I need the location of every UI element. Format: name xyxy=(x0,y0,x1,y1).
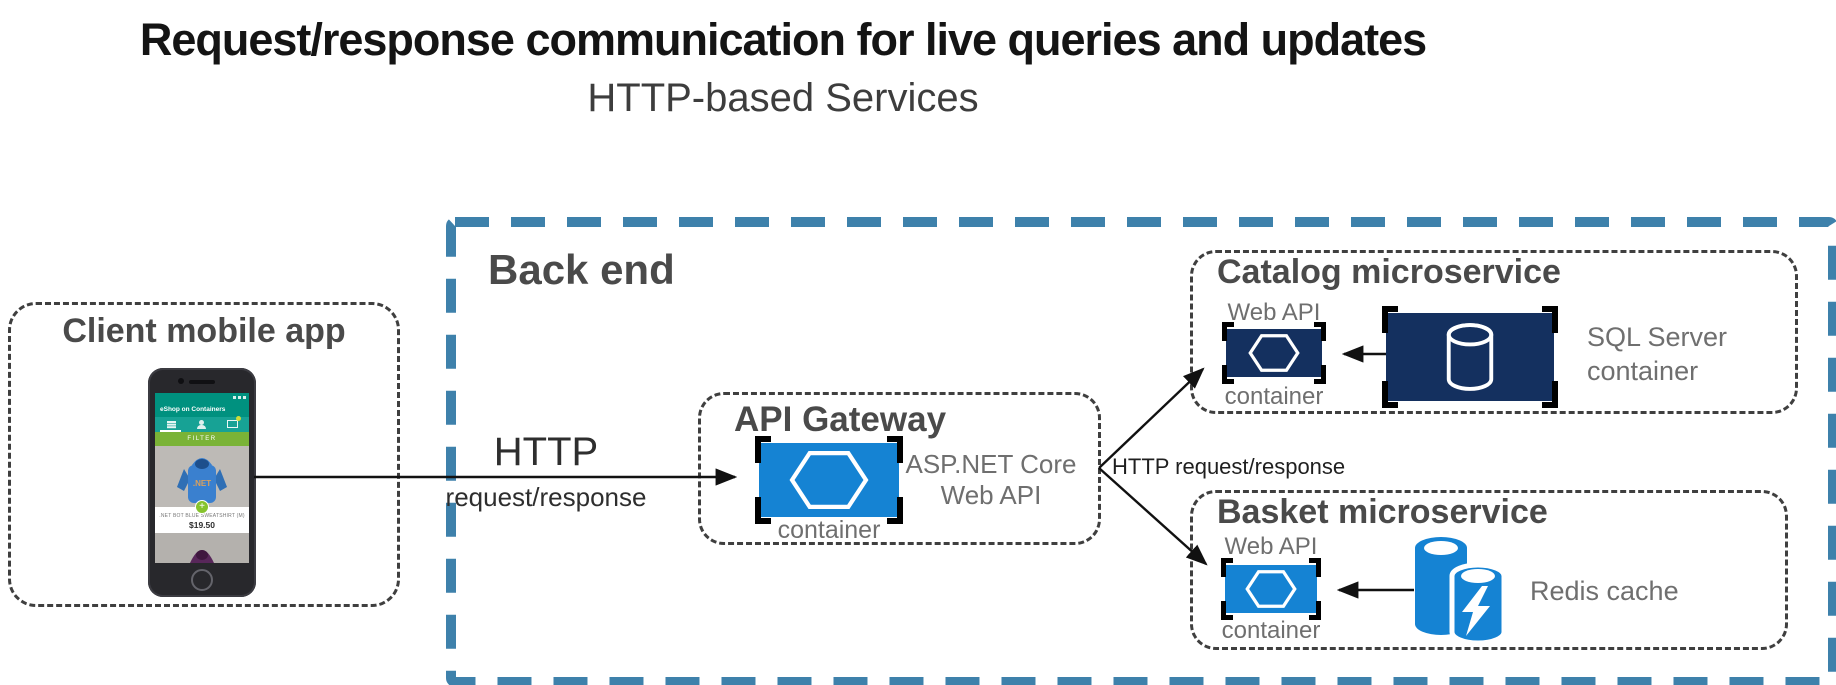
filter-button: FILTER xyxy=(155,432,249,446)
phone: eShop on Containers FILTER .NET xyxy=(148,368,256,597)
phone-screen: eShop on Containers FILTER .NET xyxy=(155,393,249,563)
basket-box xyxy=(1190,490,1788,650)
hexagon-icon xyxy=(789,451,869,509)
backend-title: Back end xyxy=(488,246,675,293)
sql-server-label: SQL Server container xyxy=(1587,322,1728,386)
cart-icon xyxy=(226,416,241,428)
product-image-2 xyxy=(155,533,249,563)
catalog-webapi-label: Web API xyxy=(1227,299,1321,326)
gateway-tech-label: ASP.NET Core Web API xyxy=(905,449,1077,510)
basket-webapi-label: Web API xyxy=(1224,533,1318,560)
product-image: .NET xyxy=(155,446,249,507)
signal-icon xyxy=(233,396,236,399)
gateway-title: API Gateway xyxy=(734,400,947,439)
catalog-box xyxy=(1190,250,1798,414)
catalog-container-label: container xyxy=(1224,383,1324,410)
gateway-container-icon xyxy=(755,436,903,524)
database-icon xyxy=(1446,323,1494,391)
hexagon-icon xyxy=(1248,334,1300,372)
app-bar-title: eShop on Containers xyxy=(155,402,249,417)
product-price: $19.50 xyxy=(189,520,215,530)
redis-cache-label: Redis cache xyxy=(1530,576,1679,606)
add-to-cart-button: + xyxy=(195,500,209,514)
page-title: Request/response communication for live … xyxy=(139,14,1427,65)
sql-server-container-icon xyxy=(1382,306,1558,408)
gateway-container-label: container xyxy=(777,516,881,544)
speaker-icon xyxy=(189,380,215,384)
hexagon-icon xyxy=(1245,570,1297,608)
http-label: HTTP xyxy=(493,430,599,474)
hoodie-text: .NET xyxy=(193,479,211,488)
hamburger-icon xyxy=(166,421,176,423)
nav-bar xyxy=(155,416,249,432)
wifi-icon xyxy=(238,396,241,399)
catalog-container-icon xyxy=(1222,322,1326,384)
active-tab-underline xyxy=(160,430,181,432)
basket-container-label: container xyxy=(1221,617,1321,644)
client-box xyxy=(8,302,400,607)
home-button xyxy=(191,569,213,591)
page-subtitle: HTTP-based Services xyxy=(587,76,979,120)
client-title: Client mobile app xyxy=(62,312,346,350)
battery-icon xyxy=(243,396,246,399)
basket-title: Basket microservice xyxy=(1217,493,1548,531)
hoodie-icon: .NET xyxy=(177,458,227,503)
http-request-response-label: HTTP request/response xyxy=(1112,454,1346,479)
person-icon xyxy=(196,420,206,429)
product-name: .NET BOT BLUE SWEATSHIRT (M) xyxy=(159,513,245,519)
basket-container-icon xyxy=(1221,558,1321,620)
catalog-title: Catalog microservice xyxy=(1217,253,1561,291)
status-bar xyxy=(155,393,249,402)
camera-dot-icon xyxy=(178,378,184,384)
request-response-label: request/response xyxy=(445,482,647,512)
hoodie-2-icon xyxy=(190,550,214,563)
